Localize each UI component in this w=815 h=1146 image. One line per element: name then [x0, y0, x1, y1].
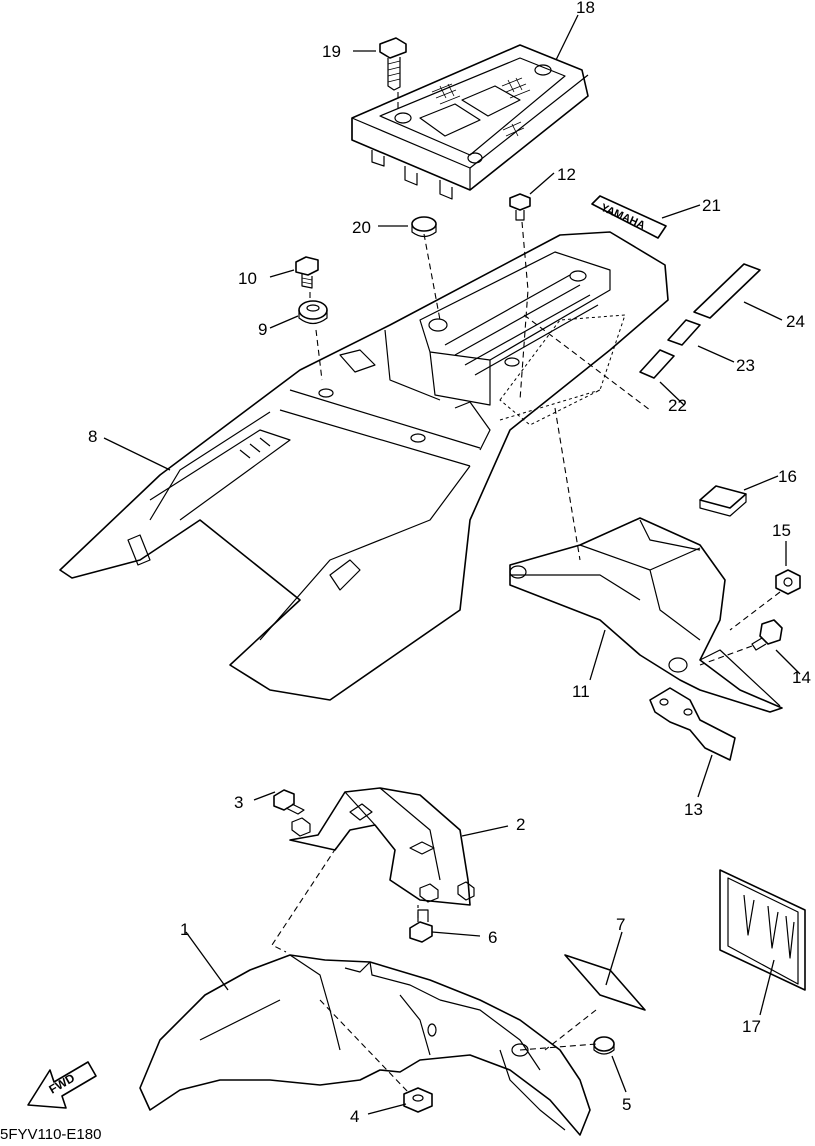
- callout-6: 6: [488, 928, 497, 947]
- assembly-dashed-lines: [271, 92, 781, 1093]
- callout-1: 1: [180, 920, 189, 939]
- part-2-fender-bracket: [289, 787, 475, 906]
- callout-9: 9: [258, 320, 267, 339]
- part-17-mud-flap: [719, 869, 806, 991]
- callout-11: 11: [572, 682, 590, 701]
- callout-5: 5: [622, 1095, 631, 1114]
- part-13-bracket: [649, 687, 736, 761]
- part-19-bolt: [379, 37, 407, 91]
- part-1-front-fender: [139, 954, 591, 1136]
- part-3-bolt: [273, 789, 305, 815]
- part-11-rear-flap: [509, 517, 783, 713]
- callout-22: 22: [668, 396, 687, 415]
- part-9-grommet: [298, 300, 328, 325]
- callout-17: 17: [742, 1017, 761, 1036]
- callout-21: 21: [702, 196, 721, 215]
- callout-3: 3: [234, 793, 243, 812]
- callout-leader-lines: [103, 14, 801, 1115]
- part-24-strip: [693, 263, 761, 319]
- part-16-pad: [699, 485, 747, 517]
- callout-15: 15: [772, 521, 791, 540]
- callout-numbers: 1 2 3 4 5 6 7 8 9 10 11 12 13 14 15 16 1…: [88, 0, 811, 1126]
- callout-7: 7: [616, 915, 625, 934]
- callout-10: 10: [238, 269, 257, 288]
- part-7-plate: [564, 954, 646, 1011]
- part-12-bolt: [509, 193, 531, 221]
- callout-23: 23: [736, 356, 755, 375]
- callout-24: 24: [786, 312, 805, 331]
- part-22-strip: [639, 349, 675, 379]
- part-6-bolt: [409, 909, 433, 943]
- callout-8: 8: [88, 427, 97, 446]
- callout-14: 14: [792, 668, 811, 687]
- fwd-direction-arrow: FWD: [27, 1061, 97, 1109]
- part-10-bolt: [295, 256, 319, 289]
- callout-19: 19: [322, 42, 341, 61]
- callout-16: 16: [778, 467, 797, 486]
- part-15-nut: [775, 569, 801, 595]
- callout-20: 20: [352, 218, 371, 237]
- callout-18: 18: [576, 0, 595, 17]
- part-4-nut: [403, 1087, 433, 1113]
- callout-2: 2: [516, 815, 525, 834]
- callout-4: 4: [350, 1107, 359, 1126]
- callout-13: 13: [684, 800, 703, 819]
- part-8-rear-cowl: [59, 231, 669, 701]
- diagram-code: 5FYV110-E180: [0, 1126, 101, 1141]
- callout-12: 12: [557, 165, 576, 184]
- part-14-bolt: [751, 619, 783, 651]
- part-18-rear-carrier: [351, 44, 589, 200]
- part-23-strip: [667, 319, 701, 346]
- part-5-grommet: [593, 1036, 615, 1055]
- part-20-grommet: [411, 216, 437, 238]
